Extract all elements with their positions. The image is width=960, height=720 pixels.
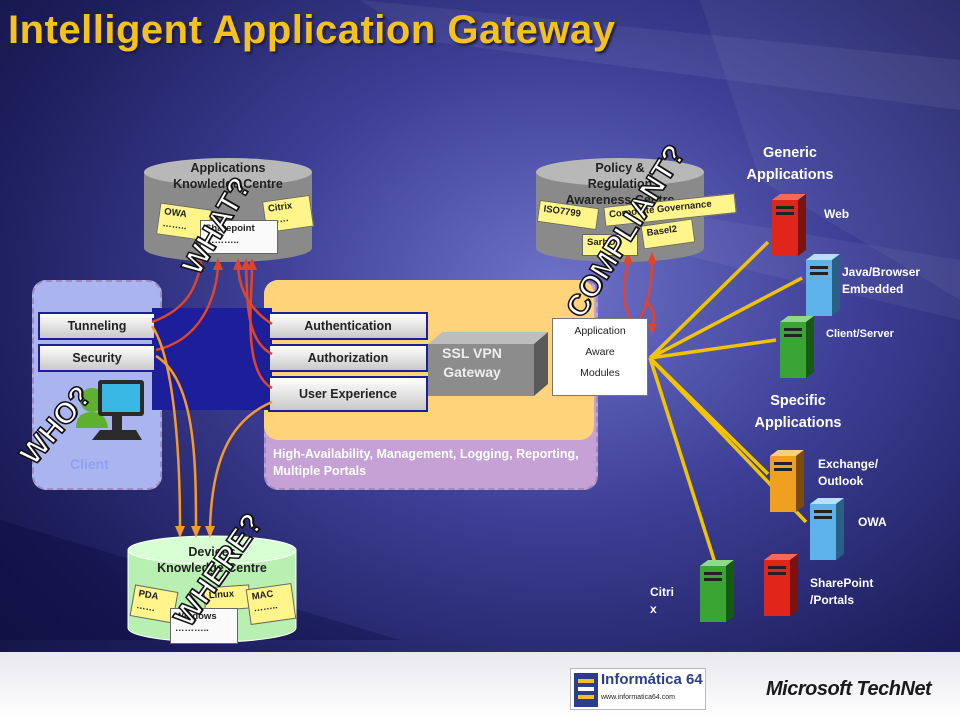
applications-kc-line2: Knowledge Centre [173, 177, 283, 191]
sharepoint-label: SharePoint /Portals [810, 575, 873, 609]
authentication-tab: Authentication [268, 312, 428, 340]
java-label: Java/Browser Embedded [842, 264, 920, 298]
citrix-label: Citri x [650, 584, 674, 618]
note-windows-title: Windows [175, 611, 217, 622]
ha-management-text: High-Availability, Management, Logging, … [273, 447, 579, 478]
client-server-server-icon [780, 316, 814, 378]
security-tab: Security [38, 344, 156, 372]
tunnel-connector-strip [152, 308, 272, 410]
policy-kc-line1: Policy & [595, 161, 645, 175]
informatica64-name: Informática 64 [601, 671, 703, 688]
generic-title-line2: Applications [746, 167, 834, 183]
web-server-icon [772, 194, 806, 256]
modules-line1: Application [574, 325, 626, 337]
microsoft-technet-logo: Microsoft TechNet [766, 678, 932, 700]
generic-title-line1: Generic [763, 145, 817, 161]
note-sarbox: SarbOx [582, 234, 638, 256]
applications-kc-line1: Applications [190, 161, 266, 175]
exchange-server-icon [770, 450, 804, 512]
note-sharepoint: Sharepoint ……….. [200, 220, 278, 254]
exchange-label-line1: Exchange/ [818, 457, 879, 471]
owa-server-icon [810, 498, 844, 560]
page-title: Intelligent Application Gateway [8, 8, 616, 52]
owa-label: OWA [858, 515, 887, 529]
note-mac: MAC …….. [245, 582, 297, 626]
generic-applications-title: Generic Applications [726, 142, 854, 186]
specific-applications-title: Specific Applications [734, 390, 862, 434]
applications-kc-title: Applications Knowledge Centre [150, 160, 306, 192]
exchange-label: Exchange/ Outlook [818, 456, 878, 490]
footer-band [0, 652, 960, 720]
devices-kc-line2: Knowledge Centre [157, 561, 267, 575]
user-experience-tab: User Experience [268, 376, 428, 412]
modules-line2: Aware [585, 346, 615, 358]
gateway-line1: SSL VPN [442, 345, 502, 361]
specific-title-line2: Applications [754, 415, 842, 431]
java-label-line1: Java/Browser [842, 265, 921, 279]
note-sharepoint-title: Sharepoint [205, 223, 255, 234]
policy-kc-line2: Regulation [587, 177, 653, 191]
note-windows: Windows ……….. [170, 608, 238, 644]
citrix-label-line2: x [650, 602, 657, 616]
specific-title-line1: Specific [770, 393, 826, 409]
exchange-label-line2: Outlook [818, 474, 864, 488]
informatica64-emblem-icon [574, 673, 598, 707]
citrix-label-line1: Citri [650, 585, 674, 599]
web-label: Web [824, 207, 850, 221]
ssl-vpn-gateway-label: SSL VPN Gateway [426, 344, 518, 382]
note-sharepoint-dots: ……….. [205, 235, 239, 246]
modules-line3: Modules [580, 367, 620, 379]
authorization-tab: Authorization [268, 344, 428, 372]
citrix-server-icon [700, 560, 734, 622]
java-browser-server-icon [806, 254, 840, 316]
gateway-line2: Gateway [443, 364, 501, 380]
informatica64-logo: Informática 64 www.informatica64.com [570, 668, 706, 710]
tunneling-tab: Tunneling [38, 312, 156, 340]
application-aware-modules: Application Aware Modules [552, 318, 648, 396]
ssl-vpn-gateway-box [428, 332, 548, 396]
devices-kc-title: Devices Knowledge Centre [134, 544, 290, 576]
java-label-line2: Embedded [842, 282, 904, 296]
note-windows-dots: ……….. [175, 623, 209, 634]
client-computer-icon [76, 380, 144, 440]
sharepoint-server-icon [764, 554, 798, 616]
sharepoint-label-line1: SharePoint [810, 576, 874, 590]
devices-kc-line1: Devices [188, 545, 236, 559]
client-label: Client [70, 456, 109, 472]
informatica64-url: www.informatica64.com [601, 694, 675, 701]
sharepoint-label-line2: /Portals [810, 593, 855, 607]
client-server-label: Client/Server [826, 328, 894, 340]
